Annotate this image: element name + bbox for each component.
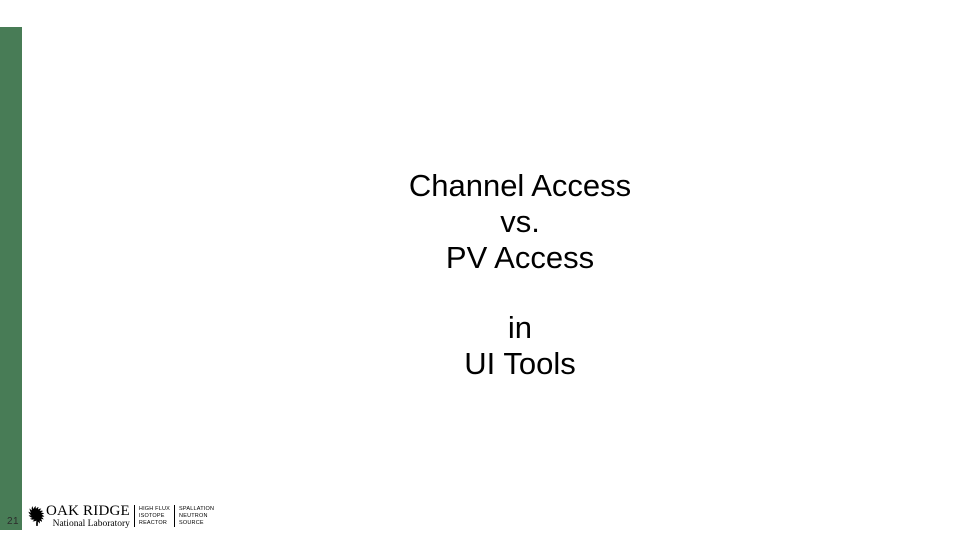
text-line-4: in bbox=[507, 310, 533, 345]
text-line-5: UI Tools bbox=[464, 346, 576, 381]
wordmark-national-laboratory: National Laboratory bbox=[52, 518, 130, 529]
text-line-2: vs. bbox=[500, 204, 540, 239]
facility-sns: SPALLATION NEUTRON SOURCE bbox=[174, 505, 214, 527]
text-line-3: PV Access bbox=[445, 240, 595, 275]
facility-hfir-line-3: REACTOR bbox=[138, 519, 168, 526]
left-accent-bar bbox=[0, 27, 22, 530]
ornl-logo: OAK RIDGE National Laboratory HIGH FLUX … bbox=[28, 503, 214, 529]
text-line-spacer bbox=[260, 276, 780, 310]
facility-sns-line-2: NEUTRON bbox=[179, 512, 208, 519]
facility-hfir: HIGH FLUX ISOTOPE REACTOR bbox=[133, 505, 171, 527]
ornl-wordmark: OAK RIDGE National Laboratory bbox=[46, 502, 130, 529]
facility-hfir-line-1: HIGH FLUX bbox=[138, 505, 171, 512]
facility-sns-line-3: SOURCE bbox=[179, 519, 204, 526]
page-number: 21 bbox=[6, 516, 20, 527]
facility-hfir-line-2: ISOTOPE bbox=[138, 512, 165, 519]
oak-leaf-icon bbox=[28, 506, 45, 527]
text-line-1: Channel Access bbox=[408, 168, 632, 203]
wordmark-oak-ridge: OAK RIDGE bbox=[46, 502, 130, 519]
facility-sns-line-1: SPALLATION bbox=[179, 505, 215, 512]
slide-body-text: Channel Access vs. PV Access in UI Tools bbox=[260, 168, 780, 382]
